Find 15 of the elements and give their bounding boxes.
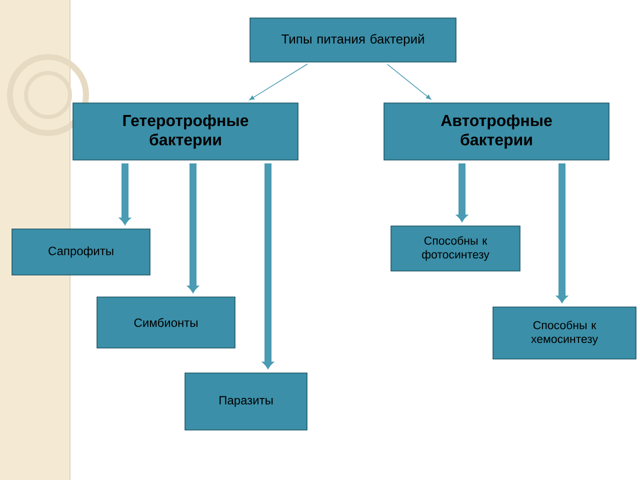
arrow (262, 163, 274, 369)
category-box: Способны к хемосинтезу (492, 306, 636, 360)
arrow (386, 64, 432, 100)
category-box: Паразиты (184, 372, 308, 430)
category-box: Сапрофиты (12, 228, 150, 276)
category-box: Гетеротрофные бактерии (72, 102, 298, 160)
arrow (249, 64, 308, 100)
category-box: Симбионты (96, 296, 236, 348)
category-box: Типы питания бактерий (250, 18, 456, 62)
arrow (556, 163, 568, 303)
arrow (456, 163, 468, 222)
arrow (188, 163, 198, 293)
arrow (120, 163, 130, 225)
category-box: Автотрофные бактерии (384, 102, 610, 160)
category-box: Способны к фотосинтезу (390, 226, 520, 272)
